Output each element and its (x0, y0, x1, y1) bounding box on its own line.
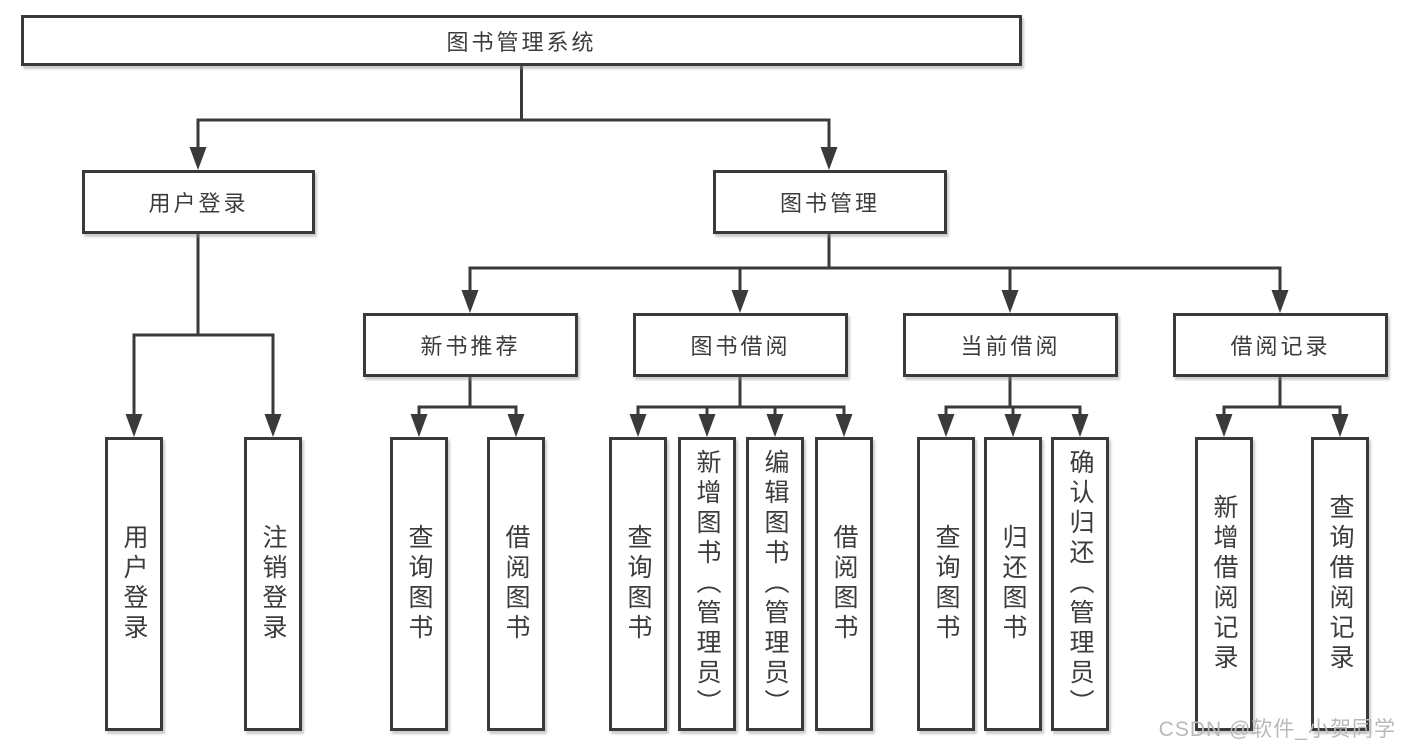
node-leaf-add-borrow-record: 新增借阅记录 (1195, 437, 1253, 731)
node-leaf-user-login-label: 用户登录 (120, 524, 148, 644)
node-root-label: 图书管理系统 (446, 29, 597, 55)
node-leaf-query-books-recommend-label: 查询图书 (405, 524, 433, 644)
node-leaf-borrow-books-recommend-label: 借阅图书 (502, 524, 530, 644)
node-leaf-logout-label: 注销登录 (259, 524, 287, 644)
node-leaf-edit-book-admin: 编辑图书（管理员） (746, 437, 804, 731)
node-book-borrowing: 图书借阅 (633, 313, 848, 377)
node-leaf-edit-book-admin-label: 编辑图书（管理员） (761, 449, 789, 719)
node-book-borrowing-label: 图书借阅 (690, 334, 791, 359)
node-leaf-add-book-admin: 新增图书（管理员） (678, 437, 736, 731)
node-leaf-confirm-return-admin: 确认归还（管理员） (1051, 437, 1109, 731)
node-leaf-query-books-current-label: 查询图书 (932, 524, 960, 644)
node-book-management-label: 图书管理 (779, 191, 880, 216)
node-leaf-user-login: 用户登录 (105, 437, 163, 731)
node-leaf-borrow-books-recommend: 借阅图书 (487, 437, 545, 731)
node-new-book-recommend-label: 新书推荐 (420, 334, 521, 359)
csdn-watermark: CSDN @软件_小贺同学 (1158, 718, 1396, 741)
node-root-system: 图书管理系统 (21, 15, 1022, 66)
node-leaf-query-borrow-record: 查询借阅记录 (1311, 437, 1369, 731)
node-leaf-query-books-borrow: 查询图书 (609, 437, 667, 731)
node-user-login-label: 用户登录 (148, 191, 249, 216)
node-leaf-borrow-books: 借阅图书 (815, 437, 873, 731)
node-leaf-query-borrow-record-label: 查询借阅记录 (1326, 494, 1354, 674)
node-user-login: 用户登录 (82, 170, 315, 234)
node-leaf-borrow-books-label: 借阅图书 (830, 524, 858, 644)
node-borrow-records-label: 借阅记录 (1230, 334, 1331, 359)
node-leaf-return-book-label: 归还图书 (999, 524, 1027, 644)
node-borrow-records: 借阅记录 (1173, 313, 1388, 377)
node-leaf-query-books-borrow-label: 查询图书 (624, 524, 652, 644)
node-leaf-logout: 注销登录 (244, 437, 302, 731)
node-leaf-query-books-recommend: 查询图书 (390, 437, 448, 731)
node-leaf-add-book-admin-label: 新增图书（管理员） (693, 449, 721, 719)
node-book-management: 图书管理 (713, 170, 947, 234)
node-leaf-add-borrow-record-label: 新增借阅记录 (1210, 494, 1238, 674)
node-new-book-recommend: 新书推荐 (363, 313, 578, 377)
node-current-borrowing: 当前借阅 (903, 313, 1118, 377)
node-current-borrowing-label: 当前借阅 (960, 334, 1061, 359)
node-leaf-query-books-current: 查询图书 (917, 437, 975, 731)
node-leaf-return-book: 归还图书 (984, 437, 1042, 731)
node-leaf-confirm-return-admin-label: 确认归还（管理员） (1066, 449, 1094, 719)
